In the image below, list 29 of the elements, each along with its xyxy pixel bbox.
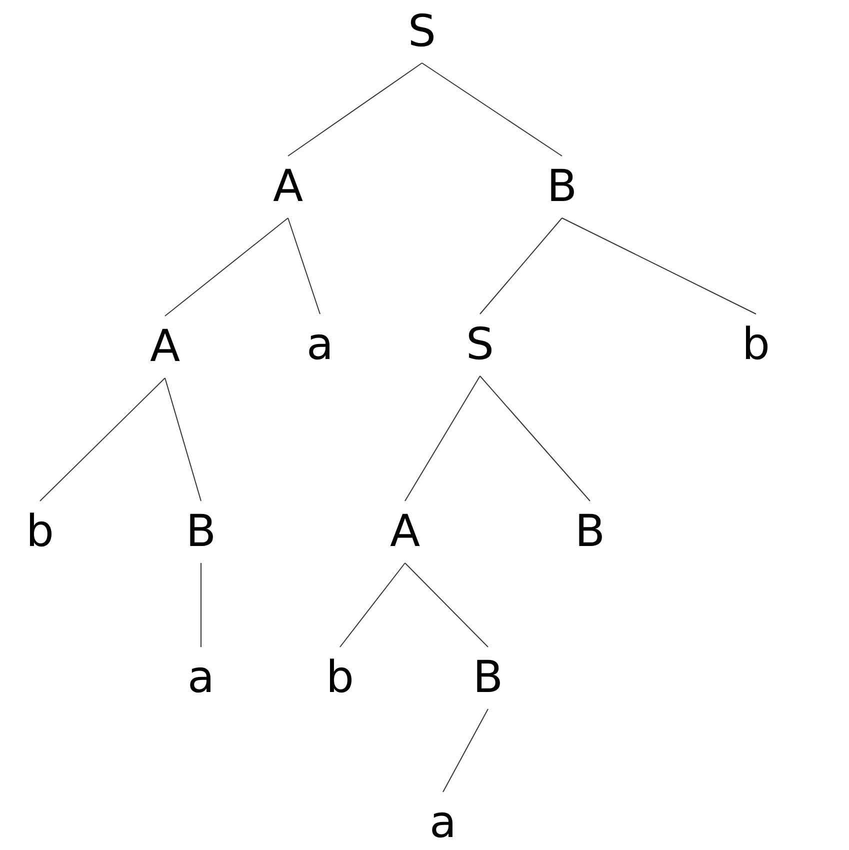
- tree-node-symbol: S: [397, 1, 447, 63]
- tree-node-symbol: S: [455, 314, 505, 376]
- tree-node-symbol: a: [295, 314, 345, 376]
- tree-branch-line: [40, 378, 166, 502]
- tree-node-symbol: b: [731, 314, 781, 376]
- tree-node-symbol: A: [140, 316, 190, 378]
- tree-node-symbol: a: [176, 647, 226, 709]
- tree-branch-line: [288, 62, 422, 156]
- tree-branch-line: [288, 218, 320, 314]
- tree-node-symbol: b: [315, 647, 365, 709]
- tree-branch-line: [404, 562, 488, 648]
- tree-node-symbol: a: [418, 792, 468, 850]
- tree-branch-line: [340, 562, 406, 648]
- tree-branch-line: [164, 378, 202, 502]
- tree-node-symbol: B: [463, 647, 513, 709]
- tree-branch-line: [480, 376, 590, 502]
- tree-branch-line: [422, 62, 562, 156]
- tree-node-symbol: B: [565, 501, 615, 563]
- tree-node-symbol: B: [537, 156, 587, 218]
- tree-branch-line: [480, 218, 562, 314]
- tree-node-symbol: b: [15, 501, 65, 563]
- tree-branch-line: [404, 376, 480, 502]
- tree-node-symbol: A: [380, 501, 430, 563]
- tree-branch-line: [200, 562, 202, 648]
- tree-branch-line: [562, 218, 756, 314]
- tree-node-symbol: B: [176, 501, 226, 563]
- tree-node-symbol: A: [263, 156, 313, 218]
- tree-branch-line: [442, 708, 488, 792]
- tree-branch-line: [164, 218, 288, 316]
